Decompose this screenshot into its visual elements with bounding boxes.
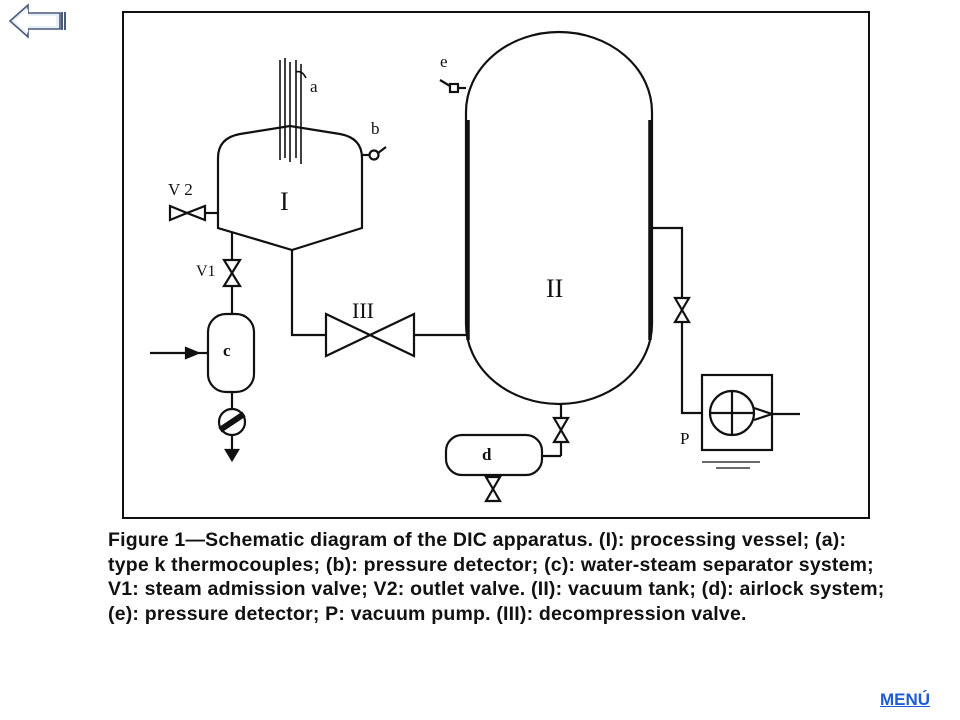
label-vessel-i: I xyxy=(280,187,289,216)
label-tank-ii: II xyxy=(546,274,563,303)
label-a: a xyxy=(310,77,318,96)
tank-bottom-valve xyxy=(542,404,570,458)
steam-admission-valve-v1 xyxy=(222,232,242,314)
processing-vessel xyxy=(216,124,364,252)
pressure-detector-e xyxy=(439,79,466,94)
label-e: e xyxy=(440,52,448,71)
back-arrow-button[interactable] xyxy=(8,2,68,40)
label-p: P xyxy=(680,429,689,448)
label-d: d xyxy=(482,445,492,464)
airlock-system xyxy=(444,433,544,477)
pressure-detector-b xyxy=(362,146,387,161)
airlock-valve xyxy=(484,475,502,503)
label-b: b xyxy=(371,119,380,138)
pump-line-valve xyxy=(673,296,691,324)
outlet-valve-v2 xyxy=(168,204,218,222)
menu-link[interactable]: MENÚ xyxy=(880,690,931,709)
label-v1: V1 xyxy=(196,263,216,280)
vacuum-tank xyxy=(464,30,654,406)
figure-caption: Figure 1—Schematic diagram of the DIC ap… xyxy=(108,529,885,625)
label-iii: III xyxy=(352,298,374,323)
thermocouples xyxy=(279,58,307,164)
decompression-valve-iii xyxy=(324,312,466,358)
label-c: c xyxy=(223,341,231,360)
dic-apparatus-diagram: a b V 2 I V1 c III e II d P xyxy=(122,11,870,519)
vacuum-pump xyxy=(700,373,800,469)
label-v2: V 2 xyxy=(168,180,193,199)
arrow-left-icon xyxy=(8,3,66,39)
water-steam-separator xyxy=(206,312,256,394)
diagram-frame xyxy=(122,11,870,519)
